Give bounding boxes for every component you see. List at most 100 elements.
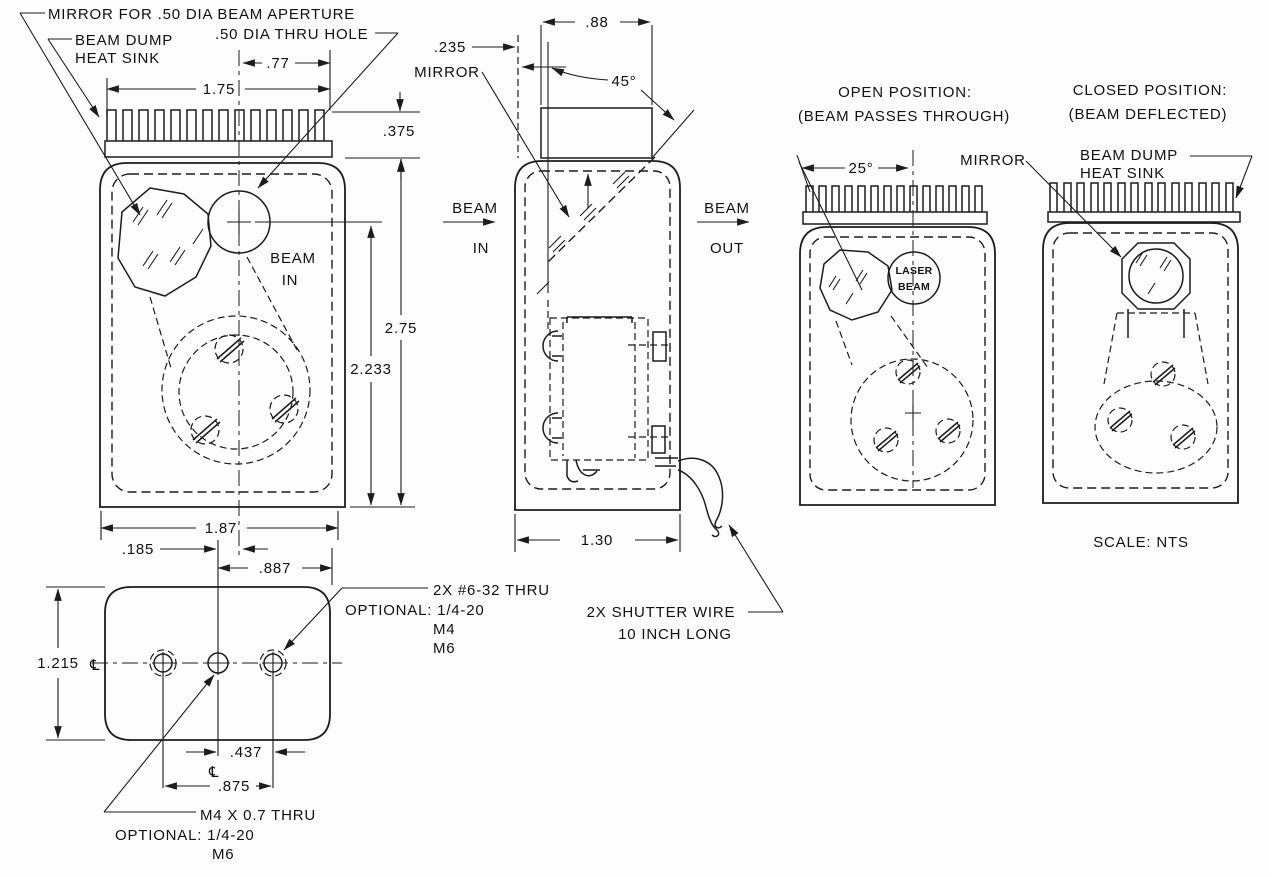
side-mirror-hatch [536, 171, 630, 295]
closed-mirror-mount [1121, 242, 1191, 310]
front-mechanism-outline [161, 315, 311, 465]
front-beam-in-label: BEAM [270, 250, 316, 267]
side-mirror-dashed [547, 156, 656, 263]
dim-2233: 2.233 [350, 361, 392, 378]
open-heat-sink-fins [805, 185, 983, 212]
side-body-inner-dashed [524, 170, 671, 490]
open-heat-sink-base [802, 211, 988, 225]
front-view-labels: MIRROR FOR .50 DIA BEAM APERTURE .50 DIA… [19, 6, 399, 216]
bottom-v-lines [162, 540, 274, 788]
note-632-line2: OPTIONAL: 1/4-20 [345, 602, 485, 619]
open-mech-cross [905, 405, 921, 421]
thru-hole-leader [257, 32, 399, 189]
side-beam-out-2: OUT [710, 240, 744, 257]
laser-beam-text-2: BEAM [898, 281, 930, 293]
open-body [799, 226, 996, 506]
closed-mirror-hatch [1135, 251, 1172, 295]
front-screw [190, 415, 221, 445]
centerline-symbol-bottom: ℄ [208, 763, 219, 781]
closed-dump-leader [1235, 155, 1253, 199]
front-beam-in-label2: IN [282, 272, 299, 289]
bottom-body [104, 586, 331, 741]
note-m4-line3: M6 [212, 846, 234, 863]
mount-hole-left [149, 649, 177, 677]
side-beam-out-1: BEAM [704, 200, 750, 217]
open-mechanism-links [835, 315, 929, 369]
dim-25deg: 25° [848, 160, 873, 177]
mount-hole-center [206, 651, 230, 675]
note-632-line4: M6 [433, 640, 455, 657]
note-m4-leader [103, 674, 215, 813]
front-mechanism-links [149, 256, 298, 369]
closed-mirror-label: MIRROR [960, 152, 1026, 169]
dim-275: 2.75 [385, 320, 417, 337]
centerline-symbol-left: ℄ [89, 656, 100, 674]
side-view: .88 .235 MIRROR 45° BEAM IN BEAM OUT 1.3… [414, 14, 784, 643]
closed-mechanism-outline [1094, 380, 1218, 474]
dim-88: .88 [585, 14, 608, 31]
dim-77: .77 [266, 55, 289, 72]
dim-875: .875 [218, 778, 250, 795]
note-m4-line1: M4 X 0.7 THRU [200, 807, 316, 824]
side-mirror-leader [481, 71, 570, 218]
dim-375: .375 [383, 123, 415, 140]
closed-position-view: CLOSED POSITION: (BEAM DEFLECTED) MIRROR… [960, 82, 1253, 551]
dim-887: .887 [259, 560, 291, 577]
note-632-leader [283, 587, 343, 651]
open-body-inner-dashed [809, 236, 986, 491]
closed-heat-sink-fins [1049, 182, 1234, 212]
side-beam-in-1: BEAM [452, 200, 498, 217]
open-screw [895, 359, 921, 385]
mirror-aperture-label: MIRROR FOR .50 DIA BEAM APERTURE [48, 6, 355, 23]
wire-note-1: 2X SHUTTER WIRE [587, 604, 736, 621]
open-position-view: OPEN POSITION: (BEAM PASSES THROUGH) 25°… [796, 84, 1009, 506]
shutter-wires [655, 457, 724, 538]
beam-dump-leader [47, 38, 100, 118]
thru-hole-label: .50 DIA THRU HOLE [215, 26, 368, 43]
dim-235: .235 [434, 39, 466, 56]
dim-130: 1.30 [581, 532, 613, 549]
note-m4-line2: OPTIONAL: 1/4-20 [115, 827, 255, 844]
dim-187: 1.87 [205, 520, 237, 537]
beam-dump-label-1: BEAM DUMP [75, 32, 173, 49]
front-view: BEAM IN [99, 50, 382, 558]
closed-screw [1107, 407, 1133, 433]
front-body [99, 162, 346, 508]
laser-beam-text-1: LASER [895, 265, 932, 277]
bottom-view: 1.215 ℄ .437 ℄ .875 2X #6-32 THRU OPTION… [37, 540, 550, 863]
side-ext-lines [540, 25, 653, 105]
closed-mount-legs [1127, 309, 1185, 338]
closed-mirror [1128, 248, 1184, 304]
scale-note: SCALE: NTS [1093, 534, 1189, 551]
open-title-1: OPEN POSITION: [838, 84, 972, 101]
closed-dump-label-2: HEAT SINK [1080, 165, 1165, 182]
side-solenoid [542, 316, 672, 483]
side-body [514, 160, 681, 511]
front-screw [269, 394, 300, 424]
front-screw [214, 334, 245, 364]
closed-mirror-leader [1025, 160, 1122, 258]
front-heat-sink-base [104, 140, 333, 158]
beam-dump-label-2: HEAT SINK [75, 50, 160, 67]
dim-437: .437 [230, 744, 262, 761]
mount-hole-right [259, 649, 287, 677]
open-screw [935, 418, 961, 444]
mirror-leader [19, 12, 141, 216]
aperture-crosshair [227, 210, 251, 234]
side-mirror-label: MIRROR [414, 64, 480, 81]
open-mirror-hatch [828, 269, 868, 305]
laser-beam-circle [887, 251, 941, 305]
dim-1215: 1.215 [37, 655, 79, 672]
side-45-ref-line [651, 109, 695, 159]
closed-body-inner-dashed [1052, 232, 1229, 489]
front-mirror [117, 187, 212, 297]
closed-dump-label-1: BEAM DUMP [1080, 147, 1178, 164]
dim-185: .185 [122, 541, 154, 558]
closed-title-1: CLOSED POSITION: [1073, 82, 1228, 99]
closed-screw [1170, 424, 1196, 450]
note-632-line1: 2X #6-32 THRU [433, 582, 550, 599]
front-view-dimensions: .77 1.75 .375 2.75 2.233 1.87 .185 .887 [100, 50, 420, 585]
front-heat-sink-fins [106, 109, 325, 141]
dim-175: 1.75 [203, 81, 235, 98]
closed-heat-sink-base [1047, 211, 1241, 223]
